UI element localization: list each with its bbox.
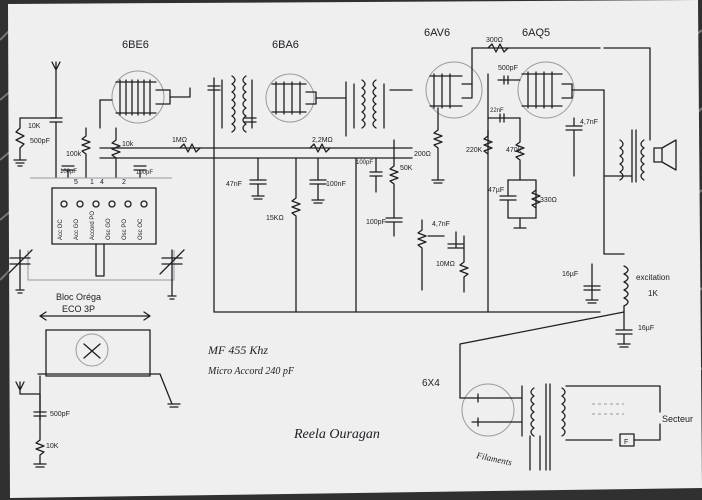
label-r-10m: 10MΩ xyxy=(436,261,455,268)
label-r-300: 300Ω xyxy=(486,37,503,44)
label-secteur: Secteur xyxy=(662,414,693,424)
label-r-100k: 100k xyxy=(66,151,82,158)
note-title: Reela Ouragan xyxy=(293,427,380,442)
volume-pot xyxy=(417,219,469,293)
if-transformer-2 xyxy=(345,79,413,137)
power-transformer xyxy=(521,383,661,471)
label-r-ant: 10K xyxy=(28,123,41,130)
paper xyxy=(8,0,702,498)
tube-6av6 xyxy=(425,47,601,119)
label-r-1m: 1MΩ xyxy=(172,137,187,144)
detector-network xyxy=(213,139,601,313)
label-c-4-7nf: 4,7nF xyxy=(432,221,450,228)
label-r-10k-low: 10K xyxy=(46,443,59,450)
bloc-num-2: 2 xyxy=(122,179,126,186)
bloc-num-4: 4 xyxy=(100,179,104,186)
tube-6ba6 xyxy=(265,73,347,123)
tube-label-6av6: 6AV6 xyxy=(424,27,450,39)
tube-6x4 xyxy=(459,383,523,437)
if-transformer-1 xyxy=(207,75,257,141)
r-10k xyxy=(111,127,121,179)
label-r-200: 200Ω xyxy=(414,151,431,158)
c-500pf-top xyxy=(497,75,521,85)
label-c-100pf-c: 100pF xyxy=(356,160,373,166)
tube-label-6x4: 6X4 xyxy=(422,378,440,389)
label-c-16uf-a: 16µF xyxy=(562,271,578,278)
bloc-pin-1: Acc OC xyxy=(58,219,64,240)
label-c-100pf-d: 100pF xyxy=(366,219,386,226)
label-c-100pf-b: 100pF xyxy=(136,170,153,176)
label-c-500pf-low: 500pF xyxy=(50,411,70,418)
c-100pf-pair xyxy=(61,165,147,179)
label-fuse: F xyxy=(624,439,628,446)
label-excitation: excitation xyxy=(636,273,670,282)
cv-detail xyxy=(37,311,181,421)
bloc-orega xyxy=(27,177,175,281)
r-470k xyxy=(515,117,525,181)
tube-label-6aq5: 6AQ5 xyxy=(522,27,550,39)
label-r-2-2m: 2,2MΩ xyxy=(312,137,333,144)
bloc-pin-2: Acc GO xyxy=(74,219,80,240)
bloc-pin-4: Osc GO xyxy=(106,218,112,240)
label-r-15k: 15KΩ xyxy=(266,215,284,222)
c-100nf xyxy=(309,157,327,204)
note-mf: MF 455 Khz xyxy=(207,343,268,357)
tube-6be6 xyxy=(99,70,191,129)
variable-capacitors xyxy=(7,249,185,300)
bloc-pin-6: Osc OC xyxy=(138,218,144,240)
antenna-input xyxy=(13,61,63,179)
label-c-4-7nf-b: 4,7nF xyxy=(580,119,598,126)
label-c-500pf-top: 500pF xyxy=(498,65,518,72)
b-plus-line xyxy=(483,43,509,313)
label-1k: 1K xyxy=(648,289,658,298)
label-r-10k: 10k xyxy=(122,141,134,148)
filter-network xyxy=(459,175,633,399)
speaker-icon xyxy=(653,139,677,171)
label-c-ant: 500pF xyxy=(30,138,50,145)
label-c-47nf: 47nF xyxy=(226,181,242,188)
tube-6aq5 xyxy=(517,61,633,177)
label-c-16uf-b: 16µF xyxy=(638,325,654,332)
label-r-220k: 220K xyxy=(466,147,483,154)
bloc-num-1: 1 xyxy=(90,179,94,186)
label-c-47uf: 47µF xyxy=(488,187,504,194)
label-c-22nf: 22nF xyxy=(490,108,504,114)
bloc-title-1: Bloc Oréga xyxy=(56,292,101,302)
label-r-50k: 50K xyxy=(400,165,413,172)
pencil-notes xyxy=(592,403,624,415)
cathode-network-6aq5 xyxy=(499,179,541,229)
tube-label-6be6: 6BE6 xyxy=(122,39,149,51)
c-47nf xyxy=(249,157,267,200)
bloc-pin-3: Accord PO xyxy=(90,211,96,240)
label-c-100nf: 100nF xyxy=(326,181,346,188)
antenna-lower xyxy=(15,381,47,468)
bloc-pin-5: Osc PO xyxy=(122,219,128,240)
bloc-title-2: ECO 3P xyxy=(62,304,95,314)
label-c-100pf-a: 100pF xyxy=(60,169,77,175)
r-200 xyxy=(431,107,445,184)
r-100k xyxy=(81,127,91,179)
label-r-470k: 470k xyxy=(506,147,522,154)
note-cv: Micro Accord 240 pF xyxy=(207,366,295,377)
output-transformer xyxy=(565,47,651,183)
label-r-330: 330Ω xyxy=(540,197,557,204)
r-15k xyxy=(291,157,301,313)
tube-label-6ba6: 6BA6 xyxy=(272,39,299,51)
bloc-num-5: 5 xyxy=(74,179,78,186)
c-22nf xyxy=(487,113,521,123)
